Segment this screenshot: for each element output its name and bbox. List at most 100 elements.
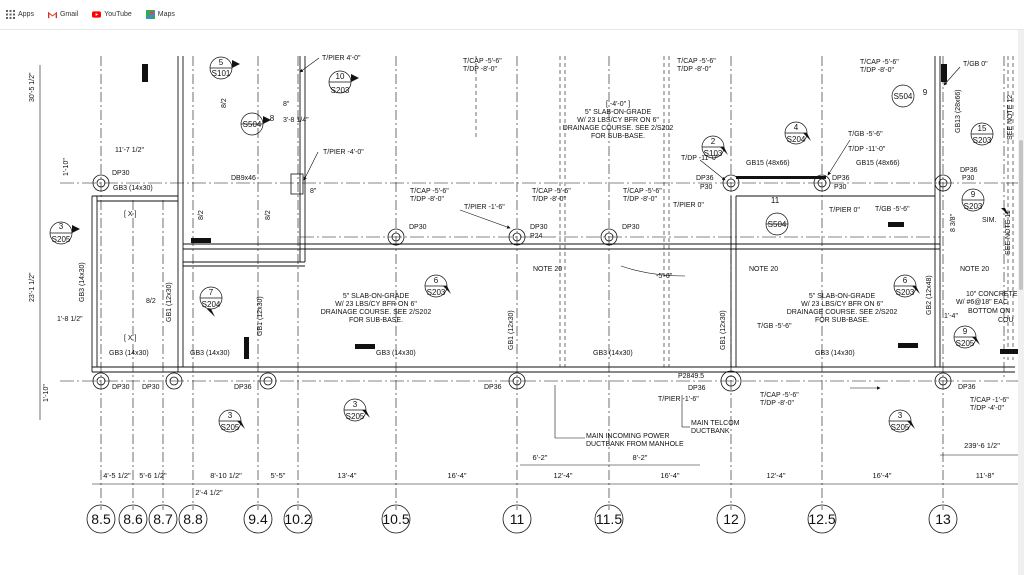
dimension-vertical: 23'-1 1/2" [29,272,36,302]
tcap-label: T/CAP -5'-6" [760,392,799,399]
bookmark-maps[interactable]: Maps [145,10,175,19]
section-marker-sheet: S504 [243,120,262,129]
pier-label: DP30 [622,224,640,231]
tcap-label: T/CAP -5'-6" [623,188,662,195]
dimension-label: 6'-2" [533,453,548,462]
slab-note-line: DRAINAGE COURSE. SEE 2/S202 [563,125,674,132]
tdp-label: T/DP -8'-0" [623,196,658,203]
section-marker-sheet: S203 [964,202,983,211]
note-20-label: NOTE 20 [749,266,778,273]
section-marker-number: 6 [903,276,908,285]
slab-note-line: DRAINAGE COURSE. SEE 2/S202 [321,309,432,316]
section-marker-sheet: S205 [346,412,365,421]
dimension-vertical: 1'-10" [63,158,70,176]
section-marker-sheet: S101 [212,69,231,78]
slab-note-line: 5" SLAB-ON-GRADE [585,109,652,116]
section-marker-number: 3 [898,411,903,420]
beam-label-vertical: GB2 (12x48) [926,275,933,315]
section-marker-number: 9 [923,88,928,97]
tcap-label: T/CAP -5'-6" [677,58,716,65]
slab-note-line: FOR SUB-BASE. [815,317,869,324]
beam-label: GB3 (14x30) [376,350,416,357]
telcom-note-line: DUCTBANK [691,428,730,435]
bookmark-youtube[interactable]: YouTube [92,10,132,19]
beam-label-vertical: GB1 (12x30) [166,282,173,322]
tgb-label: T/GB -5'-6" [875,206,910,213]
pier-label: P24 [530,233,543,240]
dimension-label: 2'-4 1/2" [195,488,223,497]
dimension-label: 8" [310,188,317,195]
section-marker-sheet: S205 [52,235,71,244]
section-marker-sheet: S203 [331,86,350,95]
bookmark-label: YouTube [104,11,132,18]
marker-x: [ X ] [124,211,137,218]
scrollbar-thumb[interactable] [1019,140,1023,290]
grid-bubble-label: 11.5 [596,511,622,527]
drawing-canvas[interactable]: T/PIER 4'-0" T/PIER -4'-0" T/PIER -1'-6"… [0,30,1024,575]
structural-plan-drawing: T/PIER 4'-0" T/PIER -4'-0" T/PIER -1'-6"… [29,55,1020,534]
pier-label: DP36 [958,384,976,391]
beam-label-vertical: GB1 (12x30) [720,310,727,350]
bookmark-label: Maps [157,11,175,18]
dimension-label: 11'-7 1/2" [115,147,145,154]
sim-label: SIM. [982,217,996,224]
bookmark-gmail[interactable]: Gmail [47,10,79,19]
beam-label-vertical: GB3 (14x30) [79,262,86,302]
section-marker-number: 2 [711,137,716,146]
dimension-label: 5'-6 1/2" [139,471,167,480]
tdp-label: T/DP -8'-0" [677,66,712,73]
tcap-label: T/CAP -5'-6" [860,59,899,66]
section-marker-number: 3 [59,222,64,231]
section-marker-number: 9 [963,327,968,336]
vertical-scrollbar[interactable] [1018,30,1024,575]
section-marker-sheet: S203 [427,288,446,297]
section-marker-number: 5 [219,58,224,67]
section-marker-number: 8 [270,114,275,123]
youtube-icon [92,11,102,18]
pier-label: DP36 [960,167,978,174]
maps-icon [145,10,155,19]
grid-bubble-label: 13 [935,511,951,527]
grid-bubble-label: 12.5 [808,511,835,527]
dimension-label: 8" [283,101,290,108]
section-marker-sheet: S204 [202,300,221,309]
apps-grid-icon [6,10,15,19]
grid-bubble-label: 8.7 [153,511,173,527]
slab-note-line: W/ 23 LBS/CY BFR ON 6" [801,301,883,308]
pier-label: DP36 [832,175,850,182]
dimension-label: 12'-4" [766,471,785,480]
bookmark-apps[interactable]: Apps [6,10,34,19]
pier-label: DP36 [688,385,706,392]
see-note-11: SEE NOTE 11 [1005,210,1012,255]
bookmark-label: Gmail [59,11,79,18]
tdp-label: T/DP -8'-0" [860,67,895,74]
tdp-label: T/DP -4'-0" [970,405,1005,412]
dimension-vertical: 1'-10" [43,384,50,402]
tdp-label: T/DP -8'-0" [410,196,445,203]
grid-bubble-label: 11 [510,511,525,527]
beam-label-vertical: GB1 (12x30) [508,310,515,350]
section-marker-number: 10 [336,72,345,81]
dimension-vertical: 8 3/8" [950,213,957,232]
pier-label: P2849.5 [678,373,704,380]
pier-label: DP30 [530,224,548,231]
power-note-line: DUCTBANK FROM MANHOLE [586,441,684,448]
tcap-label: T/CAP -5'-6" [410,188,449,195]
tcap-label: T/CAP -1'-6" [970,397,1009,404]
slab-note-line: [ -4'-0" ] [606,101,630,108]
beam-label: GB15 (48x66) [856,160,900,167]
dimension-label: 11'-8" [976,471,995,480]
tpier-label: T/PIER 0" [673,202,704,209]
concrete-note-line: BOTTOM ON [968,308,1010,315]
dimension-label: 4'-5 1/2" [103,471,131,480]
concrete-note-line: 10" CONCRETE [966,291,1018,298]
beam-label: GB3 (14x30) [593,350,633,357]
section-marker-number: 15 [978,124,987,133]
slab-note-line: W/ 23 LBS/CY BFR ON 6" [335,301,417,308]
dimension-vertical: 8/2 [198,210,205,220]
note-20-label: NOTE 20 [960,266,989,273]
pier-label: P30 [700,184,713,191]
pier-label: DP30 [112,384,130,391]
tpier-label: T/PIER 0" [829,207,860,214]
bookmark-label: Apps [18,11,34,18]
